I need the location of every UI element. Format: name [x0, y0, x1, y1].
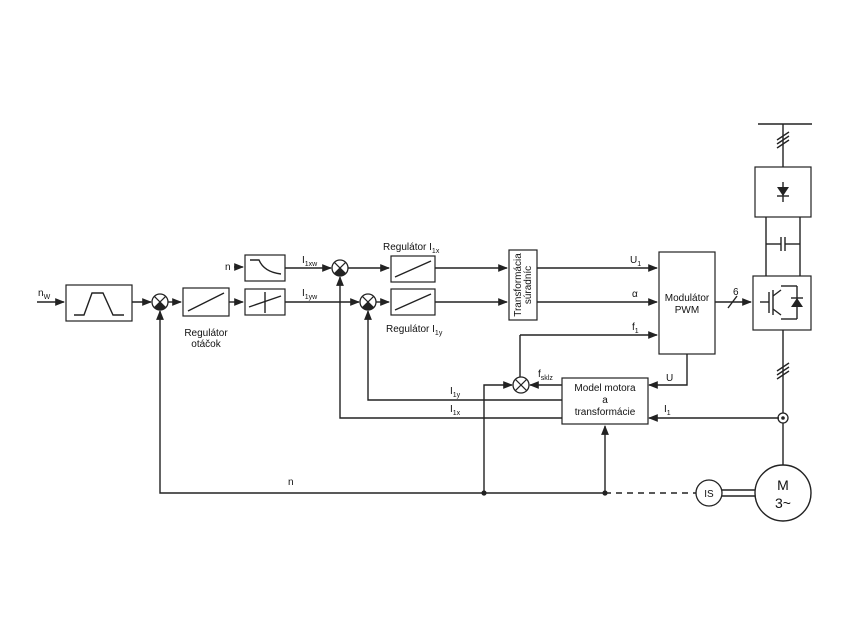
field-weakening-block	[244, 254, 286, 282]
alpha-label: α	[632, 289, 638, 300]
speed-summing-junction	[151, 293, 169, 311]
i1yw-label: I1yw	[302, 288, 318, 301]
motor-model-block: Model motora a transformácie	[561, 377, 649, 425]
pwm-label-1: Modulátor	[665, 293, 710, 304]
speed-feedback-label: n	[288, 477, 294, 488]
u1-label: U1	[630, 255, 641, 268]
speed-regulator-label: Regulátor	[184, 328, 228, 339]
rectifier-block	[754, 166, 812, 218]
junction-dot	[602, 490, 608, 496]
motor-symbol: M 3~	[754, 464, 812, 522]
speed-input-label: n	[225, 262, 231, 273]
model-label-3: transformácie	[575, 407, 636, 418]
inverter-block	[752, 275, 812, 331]
i1y-feedback-label: I1y	[450, 386, 461, 399]
junction-dot	[481, 490, 487, 496]
slip-multiplier-junction	[512, 376, 530, 394]
i1xw-label: I1xw	[302, 255, 318, 268]
iy-summing-junction	[359, 293, 377, 311]
motor-label-1: M	[777, 477, 789, 493]
pwm-label-2: PWM	[675, 305, 699, 316]
i1x-regulator-block	[390, 255, 436, 283]
dc-link	[765, 217, 801, 276]
gate-count-label: 6	[733, 287, 739, 298]
pwm-modulator-block: Modulátor PWM	[658, 251, 716, 355]
i1x-regulator-label: Regulátor I1x	[383, 242, 440, 255]
current-limiter-block	[244, 288, 286, 316]
u-label: U	[666, 373, 673, 384]
i1y-regulator-label: Regulátor I1y	[386, 324, 443, 337]
coordinate-transform-block: Transformácia súradníc	[508, 249, 538, 321]
i1-label: I1	[664, 404, 671, 417]
speed-regulator-block	[182, 287, 230, 317]
model-label-1: Model motora	[574, 383, 636, 394]
transform-label-2: súradníc	[523, 266, 534, 304]
f1-label: f1	[632, 322, 639, 335]
model-label-2: a	[602, 395, 608, 406]
nw-label: nW	[38, 288, 51, 301]
current-sensor	[777, 412, 789, 424]
motor-label-2: 3~	[775, 495, 791, 511]
i1x-feedback-label: I1x	[450, 404, 461, 417]
encoder-label: IS	[704, 489, 714, 500]
transform-label-1: Transformácia	[513, 253, 524, 317]
fsklz-label: fsklz	[538, 369, 553, 382]
ramp-generator-block	[65, 284, 133, 322]
motor-3phase-slashes	[776, 362, 790, 380]
i1y-regulator-block	[390, 288, 436, 316]
mains-3phase-slashes	[776, 131, 790, 149]
ix-summing-junction	[331, 259, 349, 277]
encoder-symbol: IS	[695, 479, 723, 507]
speed-regulator-label-2: otáčok	[191, 339, 221, 350]
